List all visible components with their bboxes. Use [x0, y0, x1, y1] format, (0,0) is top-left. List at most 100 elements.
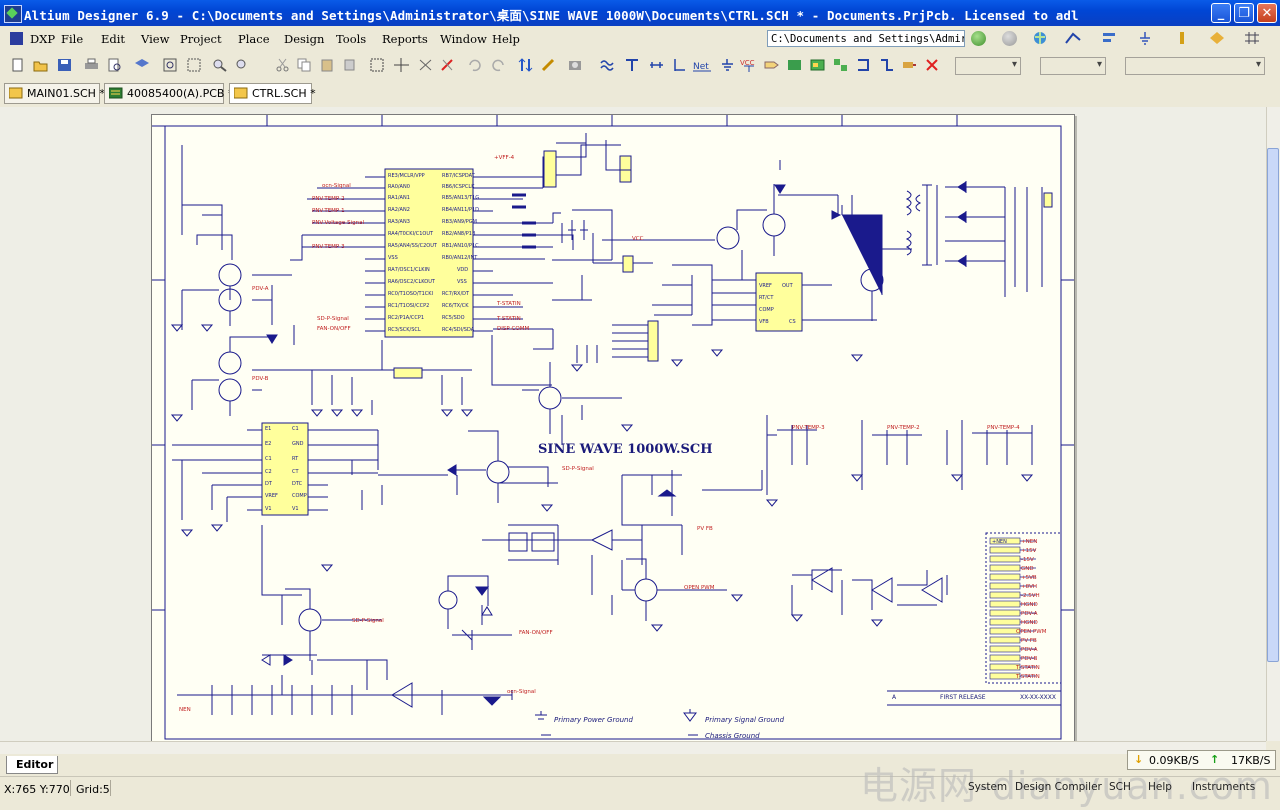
save-icon[interactable] — [57, 58, 72, 72]
editor-tab[interactable]: Editor — [6, 756, 58, 774]
svg-text:RT/CT: RT/CT — [759, 295, 774, 301]
panel-design-compiler[interactable]: Design Compiler — [1015, 781, 1102, 793]
net-label-icon[interactable]: Net — [692, 58, 712, 72]
rubber-stamp-icon[interactable] — [342, 58, 357, 72]
back-icon[interactable] — [971, 31, 986, 46]
menu-dxp[interactable]: DXP — [30, 32, 56, 46]
tab-ctrl-sch[interactable]: CTRL.SCH * — [229, 83, 316, 104]
zoom-fit-icon[interactable] — [163, 58, 178, 72]
menu-view[interactable]: View — [141, 32, 170, 46]
no-erc-icon[interactable] — [925, 58, 940, 72]
print-icon[interactable] — [84, 58, 99, 72]
svg-text:PNV-TEMP-1: PNV-TEMP-1 — [312, 208, 345, 214]
horizontal-scrollbar[interactable] — [0, 741, 1266, 755]
dxp-icon[interactable] — [10, 32, 23, 45]
menu-file[interactable]: File — [61, 32, 84, 46]
toolbar-combo-1[interactable] — [955, 57, 1021, 75]
menu-design[interactable]: Design — [284, 32, 325, 46]
align-icon[interactable] — [1101, 31, 1117, 45]
menu-edit[interactable]: Edit — [101, 32, 126, 46]
panel-help[interactable]: Help — [1148, 781, 1172, 793]
legend-chassis-ground: Chassis Ground — [705, 732, 760, 740]
clear-filter-icon[interactable] — [440, 58, 455, 72]
svg-text:PNV-TEMP-2: PNV-TEMP-2 — [312, 196, 345, 202]
vertical-scroll-thumb[interactable] — [1267, 148, 1279, 662]
schematic-title: SINE WAVE 1000W.SCH — [538, 442, 713, 457]
layers-icon[interactable] — [135, 58, 150, 72]
maximize-button[interactable]: ❐ — [1234, 3, 1254, 23]
svg-text:OPEN PWM: OPEN PWM — [1016, 629, 1047, 635]
svg-text:PDV-A: PDV-A — [252, 286, 269, 292]
harness-icon[interactable] — [856, 58, 871, 72]
move-icon[interactable] — [394, 58, 409, 72]
browse-library-icon[interactable] — [568, 58, 583, 72]
sheet-symbol-icon[interactable] — [787, 58, 802, 72]
svg-text:RB0/AN12/INT: RB0/AN12/INT — [442, 255, 478, 261]
zoom-selected-icon[interactable] — [212, 58, 227, 72]
harness-entry-icon[interactable] — [879, 58, 894, 72]
redo-icon[interactable] — [491, 58, 506, 72]
forward-icon[interactable] — [1002, 31, 1017, 46]
panel-sch[interactable]: SCH — [1109, 781, 1131, 793]
component-icon[interactable] — [1209, 31, 1225, 45]
svg-text:VCC: VCC — [632, 236, 644, 242]
menu-project[interactable]: Project — [180, 32, 222, 46]
grid-icon[interactable] — [1244, 31, 1260, 45]
directive-icon[interactable] — [902, 58, 917, 72]
legend-primary-signal-ground: Primary Signal Ground — [705, 716, 785, 724]
document-path-combo[interactable]: C:\Documents and Settings\Admir — [767, 30, 965, 47]
tab-label: MAIN01.SCH * — [27, 87, 105, 100]
vcc-icon[interactable]: VCC — [740, 58, 758, 72]
place-wire-icon[interactable] — [649, 58, 664, 72]
toolbar-combo-3[interactable] — [1125, 57, 1265, 75]
zoom-area-icon[interactable] — [187, 58, 202, 72]
undo-icon[interactable] — [467, 58, 482, 72]
svg-text:RA1/AN1: RA1/AN1 — [388, 195, 410, 201]
svg-text:PV FB: PV FB — [1021, 638, 1037, 644]
new-icon[interactable] — [10, 58, 25, 72]
menu-place[interactable]: Place — [238, 32, 270, 46]
grid-size: Grid:5 — [76, 783, 110, 796]
power-port-icon[interactable] — [1174, 31, 1190, 45]
menu-reports[interactable]: Reports — [382, 32, 428, 46]
ground-port-icon[interactable] — [1137, 31, 1153, 45]
panel-system[interactable]: System — [968, 781, 1008, 793]
print-preview-icon[interactable] — [107, 58, 122, 72]
bus-entry-icon[interactable] — [625, 58, 640, 72]
select-area-icon[interactable] — [370, 58, 385, 72]
tab-pcb[interactable]: 40085400(A).PCB * — [104, 83, 233, 104]
minimize-button[interactable]: _ — [1211, 3, 1231, 23]
paste-icon[interactable] — [320, 58, 335, 72]
svg-text:VDD: VDD — [457, 267, 468, 273]
svg-text:FAN-ON/OFF: FAN-ON/OFF — [317, 326, 351, 332]
device-sheet-icon[interactable] — [833, 58, 848, 72]
tab-main01-sch[interactable]: MAIN01.SCH * — [4, 83, 105, 104]
ground-icon[interactable] — [720, 58, 735, 72]
altium-app-icon[interactable] — [4, 5, 22, 23]
junction-icon[interactable] — [672, 58, 687, 72]
legend-primary-power-ground: Primary Power Ground — [554, 716, 633, 724]
cross-probe-icon[interactable] — [541, 58, 556, 72]
toolbar-combo-2[interactable] — [1040, 57, 1106, 75]
svg-text:Net: Net — [693, 62, 709, 72]
deselect-icon[interactable] — [418, 58, 433, 72]
wire-tool-icon[interactable] — [1065, 31, 1081, 45]
port-icon[interactable] — [764, 58, 779, 72]
zoom-dropdown-icon[interactable] — [235, 58, 250, 72]
copy-icon[interactable] — [297, 58, 312, 72]
svg-text:RA4/T0CKI/C1OUT: RA4/T0CKI/C1OUT — [388, 231, 434, 237]
close-button[interactable]: ✕ — [1257, 3, 1277, 23]
globe-icon[interactable] — [1032, 31, 1048, 45]
panel-instruments[interactable]: Instruments — [1192, 781, 1256, 793]
cut-icon[interactable] — [275, 58, 290, 72]
bus-icon[interactable] — [600, 58, 615, 72]
menu-tools[interactable]: Tools — [336, 32, 367, 46]
svg-text:V1: V1 — [292, 506, 299, 512]
svg-text:RB2/AN8/P1B: RB2/AN8/P1B — [442, 231, 476, 237]
hierarchy-icon[interactable] — [518, 58, 533, 72]
sheet-entry-icon[interactable] — [810, 58, 825, 72]
menu-window[interactable]: Window — [440, 32, 487, 46]
open-icon[interactable] — [33, 58, 48, 72]
menu-help[interactable]: Help — [492, 32, 520, 46]
